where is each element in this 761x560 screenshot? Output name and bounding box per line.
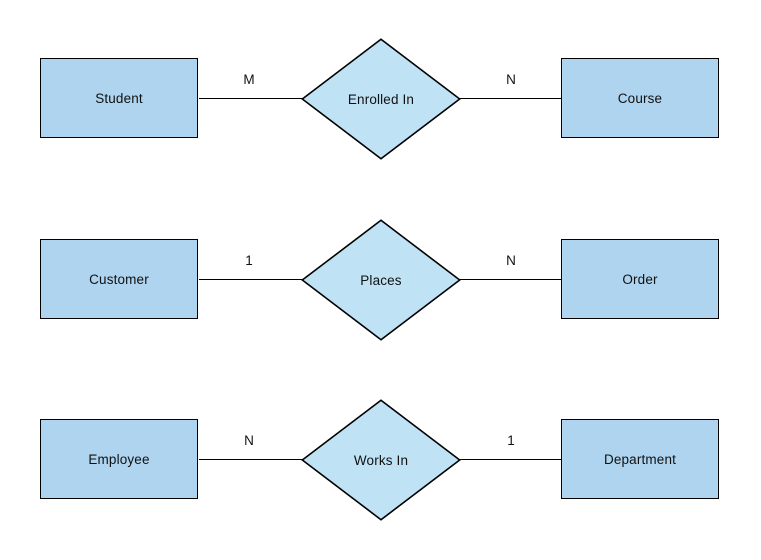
connector-line-left [199,459,302,460]
diamond-shape-icon [301,399,461,521]
cardinality-label-right: N [506,253,516,268]
diamond-shape-icon [301,219,461,341]
diamond-shape-icon [301,38,461,160]
entity-customer[interactable]: Customer [40,239,198,319]
cardinality-label-right: 1 [507,433,515,448]
entity-employee[interactable]: Employee [40,419,198,499]
er-relationship-row: Employee N Works In 1 Department [0,399,761,539]
er-relationship-row: Customer 1 Places N Order [0,219,761,359]
cardinality-label-left: N [244,433,254,448]
relationship-label: Works In [353,452,409,468]
relationship-works-in[interactable]: Works In [301,399,461,521]
entity-label: Student [95,90,143,106]
connector-line-right [460,279,562,280]
entity-label: Customer [89,271,149,287]
cardinality-label-right: N [506,72,516,87]
er-relationship-row: Student M Enrolled In N Course [0,38,761,178]
entity-course[interactable]: Course [561,58,719,138]
entity-label: Department [603,451,677,467]
entity-label: Employee [88,451,150,467]
relationship-places[interactable]: Places [301,219,461,341]
relationship-enrolled-in[interactable]: Enrolled In [301,38,461,160]
cardinality-label-left: M [243,72,255,87]
cardinality-label-left: 1 [245,253,253,268]
entity-department[interactable]: Department [561,419,719,499]
connector-line-right [460,459,562,460]
connector-line-right [460,98,562,99]
entity-label: Course [617,90,663,106]
relationship-label: Enrolled In [347,91,415,107]
entity-student[interactable]: Student [40,58,198,138]
entity-label: Order [622,271,658,287]
relationship-label: Places [360,272,402,288]
connector-line-left [199,279,302,280]
connector-line-left [199,98,302,99]
entity-order[interactable]: Order [561,239,719,319]
